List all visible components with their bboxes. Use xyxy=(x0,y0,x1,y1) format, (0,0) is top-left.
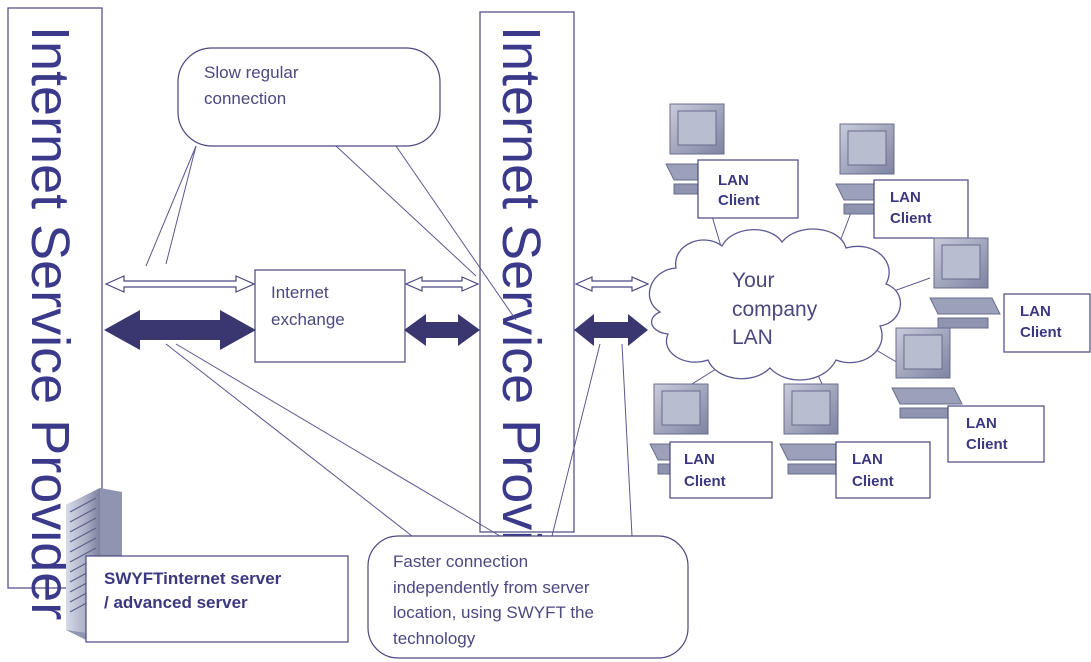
company-lan-cloud: Your company LAN xyxy=(648,228,902,381)
slow-callout-pointers xyxy=(145,145,517,321)
lan-client-4-line1: LAN xyxy=(966,415,997,432)
server-label: SWYFTinternet server / advanced server xyxy=(85,555,349,643)
lan-client-3-line2: Client xyxy=(1020,324,1062,341)
lan-client-2-line1: LAN xyxy=(890,189,921,206)
fast-callout-line1: Faster connection xyxy=(393,552,528,571)
computer-icon xyxy=(835,123,907,215)
fast-callout-line3: location, using SWYFT the xyxy=(393,603,594,622)
server-label-line1: SWYFTinternet server xyxy=(104,569,282,588)
slow-arrow-middle xyxy=(404,276,480,292)
slow-arrow-left xyxy=(104,275,256,293)
slow-callout-line1: Slow regular xyxy=(204,63,299,82)
server-label-line2: / advanced server xyxy=(104,593,248,612)
lan-client-3-line1: LAN xyxy=(1020,303,1051,320)
lan-client-5: LAN Client xyxy=(649,383,773,499)
lan-client-6-line2: Client xyxy=(852,473,894,490)
computer-icon xyxy=(891,327,963,419)
cloud-line1: Your xyxy=(732,269,774,292)
isp-left: Internet Service Provider xyxy=(7,7,103,620)
lan-client-3: LAN Client xyxy=(929,237,1091,353)
isp-left-box xyxy=(7,7,103,589)
slow-arrow-right xyxy=(574,276,650,292)
isp-right-label: Internet Service Provider xyxy=(491,26,551,620)
lan-client-6: LAN Client xyxy=(779,383,931,499)
fast-arrow-right xyxy=(574,314,648,346)
exchange-line2: exchange xyxy=(271,310,345,329)
slow-link-arrows xyxy=(104,275,650,293)
lan-client-1-line1: LAN xyxy=(718,172,749,189)
lan-client-6-line1: LAN xyxy=(852,451,883,468)
isp-right: Internet Service Provider xyxy=(479,11,575,620)
lan-client-2-line2: Client xyxy=(890,210,932,227)
slow-connection-callout: Slow regular connection xyxy=(177,47,441,147)
computer-icon xyxy=(929,237,1001,329)
isp-right-box xyxy=(479,11,575,533)
lan-client-5-line2: Client xyxy=(684,473,726,490)
cloud-line3: LAN xyxy=(732,326,773,349)
fast-callout-line4: technology xyxy=(393,629,476,648)
exchange-line1: Internet xyxy=(271,283,329,302)
fast-connection-callout: Faster connection independently from ser… xyxy=(367,535,689,659)
fast-arrow-left xyxy=(104,310,256,350)
lan-client-4-line2: Client xyxy=(966,436,1008,453)
cloud-line2: company xyxy=(732,298,818,321)
lan-client-5-line1: LAN xyxy=(684,451,715,468)
lan-client-1-line2: Client xyxy=(718,192,760,209)
fast-callout-line2: independently from server xyxy=(393,578,590,597)
internet-exchange: Internet exchange xyxy=(254,269,406,363)
fast-arrow-middle xyxy=(404,314,480,346)
fast-callout-pointers xyxy=(165,343,633,537)
fast-link-arrows xyxy=(104,310,648,350)
lan-client-1: LAN Client xyxy=(665,103,799,219)
lan-client-2: LAN Client xyxy=(835,123,969,239)
lan-client-4: LAN Client xyxy=(891,327,1045,463)
slow-callout-line2: connection xyxy=(204,89,286,108)
